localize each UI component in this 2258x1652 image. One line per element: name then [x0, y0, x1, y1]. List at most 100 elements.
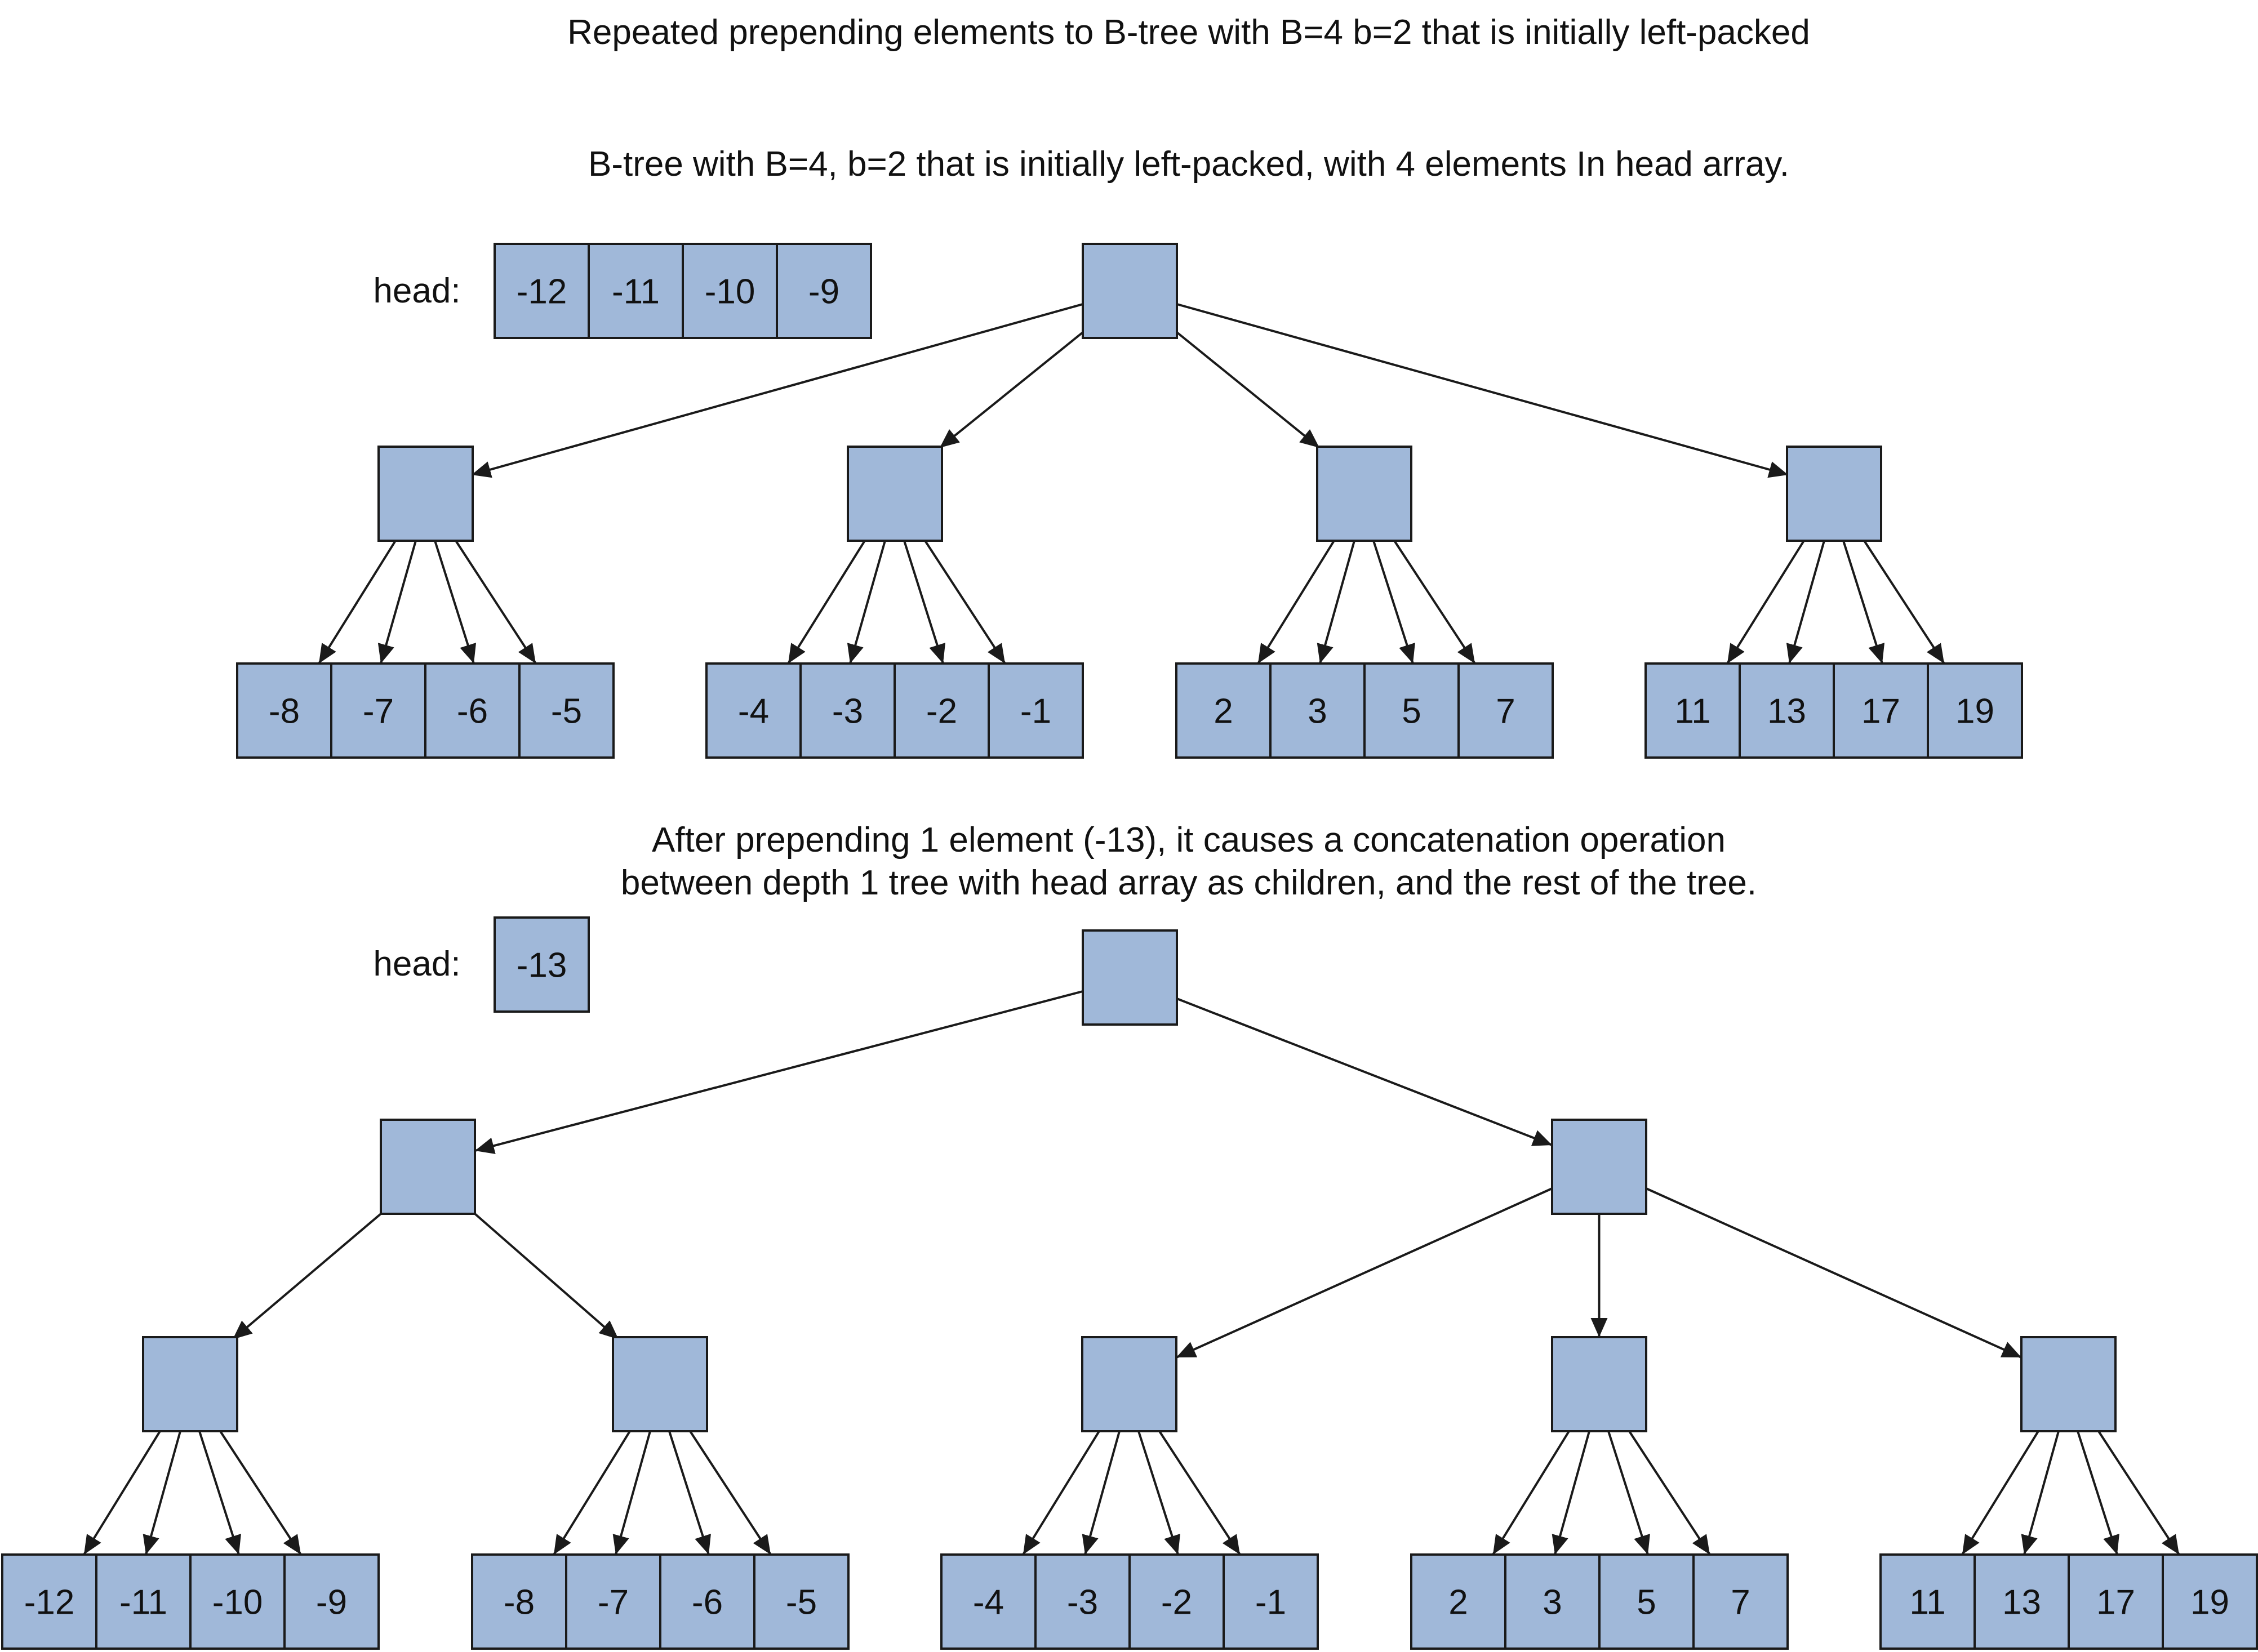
- array-cell: [1833, 662, 1929, 759]
- array-cell: [1879, 1553, 1976, 1650]
- section2-leaf-array: -4-3-2-1: [940, 1553, 1319, 1650]
- edge-arrow: [1022, 1430, 1100, 1556]
- array-cell: [330, 662, 426, 759]
- array-cell: [1363, 662, 1460, 759]
- tree-edges: [83, 303, 2180, 1556]
- edge-arrow: [1726, 540, 1805, 665]
- edge-arrow: [219, 1430, 302, 1556]
- edge-arrow: [1646, 1187, 2022, 1359]
- cell-value: 13: [2002, 1583, 2041, 1622]
- edge-arrow: [1393, 540, 1476, 665]
- edge-arrow: [612, 1431, 651, 1555]
- cell-value: -8: [269, 692, 300, 731]
- edge-arrow: [939, 331, 1084, 449]
- edge-arrow: [903, 540, 946, 664]
- cell-value: -12: [24, 1583, 75, 1622]
- edge-arrow: [787, 540, 866, 665]
- cell-value: 11: [1674, 692, 1710, 731]
- section1-internal-node: [1786, 446, 1882, 542]
- edge-arrow: [1607, 1431, 1650, 1555]
- cell-value: -12: [517, 273, 567, 311]
- array-cell: [494, 916, 590, 1013]
- cell-value: -10: [705, 273, 755, 311]
- edge-arrow: [1257, 540, 1335, 665]
- array-cell: [283, 1553, 380, 1650]
- array-cell: [189, 1553, 286, 1650]
- edge-arrow: [434, 540, 477, 664]
- cell-value: -8: [504, 1583, 535, 1622]
- cell-value: -2: [1161, 1583, 1192, 1622]
- edge-arrow: [1158, 1430, 1241, 1556]
- section2-caption-line2: between depth 1 tree with head array as …: [621, 863, 1757, 902]
- edge-arrow: [198, 1431, 241, 1555]
- edge-arrow: [668, 1431, 711, 1555]
- section1-root-node: [1082, 243, 1178, 339]
- array-cell: [95, 1553, 192, 1650]
- edge-arrow: [1176, 331, 1321, 449]
- section1-internal-node: [847, 446, 943, 542]
- edge-arrow: [474, 1213, 620, 1341]
- cell-value: 7: [1731, 1583, 1750, 1622]
- array-cell: [682, 243, 778, 339]
- edge-arrow: [1961, 1430, 2039, 1556]
- cell-value: 2: [1448, 1583, 1468, 1622]
- section2-right-subtree-node: [1551, 1119, 1647, 1215]
- array-cell: [471, 1553, 567, 1650]
- cell-value: 2: [1214, 692, 1233, 731]
- array-cell: [940, 1553, 1037, 1650]
- section2-caption-line1: After prepending 1 element (-13), it cau…: [652, 821, 1726, 860]
- section1-leaf-array: -4-3-2-1: [705, 662, 1084, 759]
- array-cell: [1927, 662, 2023, 759]
- edge-arrow: [1137, 1431, 1180, 1555]
- cell-value: -13: [517, 946, 567, 985]
- edge-arrow: [1492, 1430, 1570, 1556]
- array-cell: [1644, 662, 1741, 759]
- cell-value: -5: [786, 1583, 817, 1622]
- section2-root-node: [1082, 929, 1178, 1026]
- edge-arrow: [2097, 1430, 2180, 1556]
- array-cell: [1692, 1553, 1789, 1650]
- edge-arrow: [1082, 1431, 1121, 1555]
- cell-value: -1: [1020, 692, 1051, 731]
- edge-arrow: [1628, 1430, 1711, 1556]
- section2-leaf-array: -12-11-10-9: [1, 1553, 380, 1650]
- section1-caption: B-tree with B=4, b=2 that is initially l…: [588, 145, 1789, 184]
- edge-arrow: [2077, 1431, 2119, 1555]
- cell-value: 17: [2096, 1583, 2135, 1622]
- edge-arrow: [143, 1431, 181, 1555]
- cell-value: 3: [1308, 692, 1327, 731]
- section2-leaf-array: -8-7-6-5: [471, 1553, 850, 1650]
- array-cell: [518, 662, 615, 759]
- cell-value: 13: [1767, 692, 1806, 731]
- cell-value: -3: [1067, 1583, 1098, 1622]
- edge-arrow: [1842, 540, 1885, 664]
- cell-value: -11: [612, 273, 660, 311]
- array-cell: [2068, 1553, 2164, 1650]
- edge-arrow: [83, 1430, 161, 1556]
- edge-arrow: [1786, 540, 1825, 664]
- edge-arrow: [2021, 1431, 2060, 1555]
- section2-left-subtree-node: [380, 1119, 476, 1215]
- cell-value: 7: [1496, 692, 1515, 731]
- array-cell: [1128, 1553, 1225, 1650]
- edge-arrow: [924, 540, 1006, 665]
- array-cell: [588, 243, 684, 339]
- section1-leaf-array: -8-7-6-5: [236, 662, 615, 759]
- diagram-title: Repeated prepending elements to B-tree w…: [567, 13, 1810, 52]
- cell-value: 5: [1637, 1583, 1656, 1622]
- cell-value: 19: [1955, 692, 1994, 731]
- section1-head-array: -12-11-10-9: [494, 243, 872, 339]
- cell-value: 19: [2190, 1583, 2229, 1622]
- array-cell: [1, 1553, 97, 1650]
- edge-arrow: [455, 540, 537, 665]
- cell-value: -9: [316, 1583, 347, 1622]
- cell-value: 3: [1543, 1583, 1562, 1622]
- cell-value: -5: [551, 692, 582, 731]
- edge-arrow: [1176, 303, 1789, 478]
- edge-arrow: [318, 540, 397, 665]
- section1-internal-node: [1316, 446, 1412, 542]
- cell-value: -11: [119, 1583, 167, 1622]
